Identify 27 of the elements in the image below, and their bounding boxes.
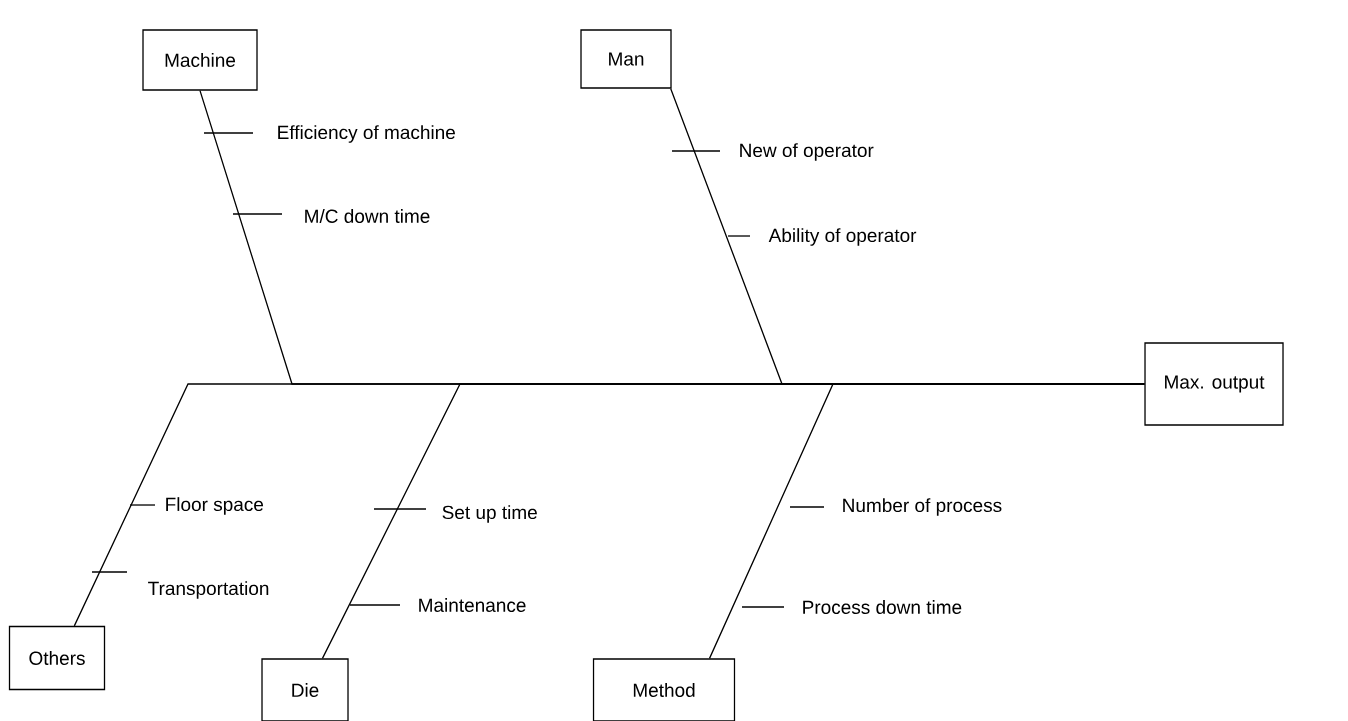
leader-line — [373, 508, 427, 510]
leader-line — [727, 235, 751, 237]
category-box: Man — [580, 29, 672, 89]
cause-label: Set up time — [442, 505, 537, 523]
leader-line — [671, 150, 721, 152]
cause-label: Ability of operator — [768, 228, 917, 246]
leader-line — [203, 132, 254, 134]
cause-label: Number of process — [843, 498, 1002, 516]
cause-label: Maintenance — [419, 598, 526, 612]
category-box: Die — [261, 658, 349, 721]
cause-label: M/C down time — [305, 209, 430, 223]
leader-line — [789, 506, 825, 508]
leader-line — [232, 213, 283, 215]
category-box: Others — [8, 625, 106, 691]
fishbone-line — [708, 383, 1145, 659]
category-box: Machine — [142, 29, 258, 91]
leader-line — [91, 571, 128, 573]
cause-label: New of operator — [740, 143, 874, 161]
leader-line — [129, 504, 156, 506]
effect-box: Max. output — [1144, 342, 1284, 426]
cause-label: Process down time — [803, 600, 962, 614]
cause-label: Transportation — [148, 581, 269, 599]
leader-line — [741, 606, 785, 608]
cause-label: Floor space — [166, 497, 264, 515]
leader-line — [349, 604, 401, 606]
cause-label: Efficiency of machine — [278, 125, 455, 143]
category-box: Method — [592, 658, 736, 721]
